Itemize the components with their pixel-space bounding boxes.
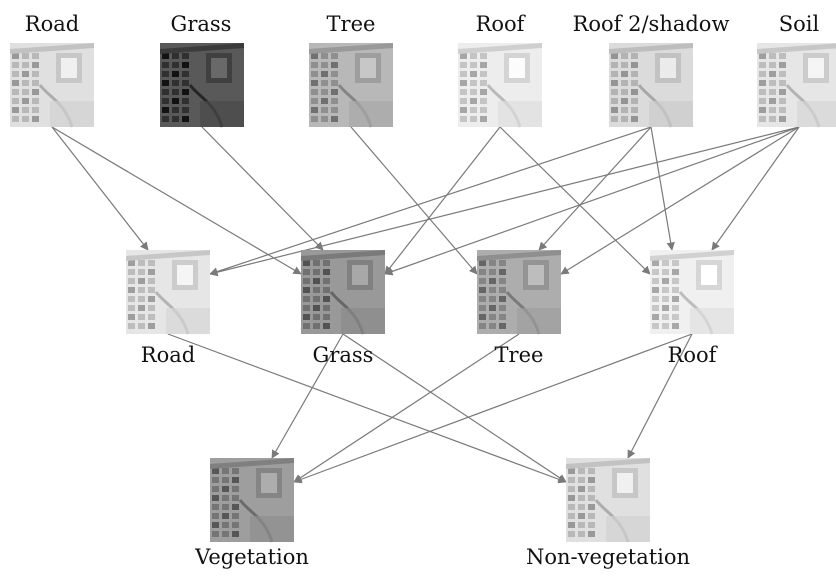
label-vegetation: Vegetation bbox=[195, 545, 309, 569]
arrow-soil1-to-grass2 bbox=[384, 126, 800, 276]
label-roof-class: Roof bbox=[667, 343, 717, 367]
label-soil-endmember: Soil bbox=[778, 12, 820, 36]
label-grass-endmember: Grass bbox=[170, 12, 232, 36]
tile-roof1 bbox=[458, 43, 542, 128]
arrow-grass2-to-nonveg bbox=[342, 333, 567, 483]
label-tree-class: Tree bbox=[494, 343, 544, 367]
arrow-shadow1-to-roof2 bbox=[650, 126, 675, 251]
tile-veg bbox=[210, 458, 294, 543]
tile-grass1 bbox=[160, 43, 244, 128]
tile-road2 bbox=[126, 250, 210, 335]
arrow-tree2-to-veg bbox=[293, 333, 520, 483]
arrow-shadow1-to-road2 bbox=[209, 126, 652, 276]
tile-grass2 bbox=[301, 250, 385, 335]
arrow-roof2-to-nonveg bbox=[627, 333, 693, 459]
label-grass-class: Grass bbox=[312, 343, 374, 367]
arrow-soil1-to-road2 bbox=[209, 126, 800, 277]
label-tree-endmember: Tree bbox=[326, 12, 376, 36]
tiles-layer bbox=[10, 43, 836, 543]
arrow-roof1-to-grass2 bbox=[384, 126, 501, 275]
arrow-road2-to-nonveg bbox=[167, 333, 567, 484]
tile-tree1 bbox=[309, 43, 393, 128]
tile-soil1 bbox=[757, 43, 836, 128]
arrow-roof1-to-roof2 bbox=[499, 126, 651, 275]
label-shadow-endmember: Roof 2/shadow bbox=[572, 12, 730, 36]
arrow-grass2-to-veg bbox=[271, 333, 344, 459]
arrow-shadow1-to-tree2 bbox=[538, 126, 652, 251]
label-non-vegetation: Non-vegetation bbox=[525, 545, 691, 569]
arrow-road1-to-grass2 bbox=[51, 126, 302, 275]
tile-roof2 bbox=[650, 250, 734, 335]
arrow-tree1-to-tree2 bbox=[350, 126, 478, 275]
arrow-grass1-to-grass2 bbox=[201, 126, 324, 251]
tile-shadow1 bbox=[609, 43, 693, 128]
arrow-soil1-to-roof2 bbox=[711, 126, 800, 251]
tile-tree2 bbox=[477, 250, 561, 335]
arrow-road1-to-road2 bbox=[51, 126, 149, 251]
edges-layer bbox=[51, 126, 800, 484]
arrow-soil1-to-tree2 bbox=[560, 126, 800, 275]
tile-road1 bbox=[10, 43, 94, 128]
arrow-roof2-to-veg bbox=[293, 333, 693, 484]
label-road-class: Road bbox=[140, 343, 196, 367]
label-roof-endmember: Roof bbox=[475, 12, 525, 36]
tile-nonveg bbox=[566, 458, 650, 543]
label-road-endmember: Road bbox=[24, 12, 80, 36]
